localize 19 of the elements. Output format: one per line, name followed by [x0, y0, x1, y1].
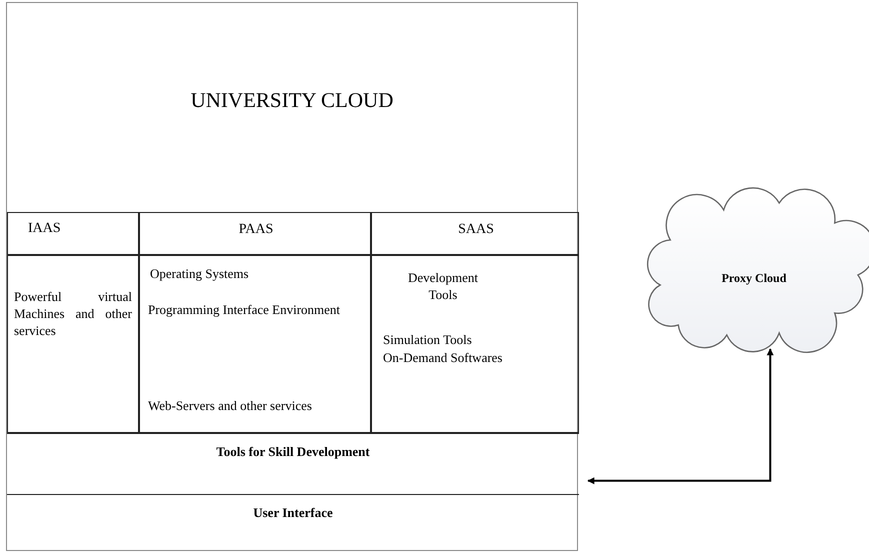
service-text: Programming Interface Environment: [148, 301, 342, 318]
band-label: Tools for Skill Development: [216, 443, 370, 461]
arrow: [587, 348, 774, 484]
service-column: [371, 212, 579, 433]
service-text: Powerful virtual Machines and other services: [14, 288, 132, 339]
column-heading: IAAS: [28, 220, 62, 237]
column-heading: PAAS: [238, 221, 274, 238]
band-label: User Interface: [253, 504, 333, 522]
service-text: Web-Servers and other services: [148, 397, 313, 414]
service-column: [7, 212, 139, 433]
title-text: UNIVERSITY CLOUD: [190, 87, 394, 114]
column-heading: SAAS: [457, 221, 495, 238]
service-text: Development Tools: [406, 269, 480, 303]
service-column: [139, 212, 371, 433]
service-text: On-Demand Softwares: [383, 349, 504, 366]
outer-frame: [6, 2, 578, 551]
cloud-label: Proxy Cloud: [720, 270, 788, 287]
service-text: Simulation Tools: [383, 331, 473, 348]
service-text: Operating Systems: [150, 265, 250, 282]
